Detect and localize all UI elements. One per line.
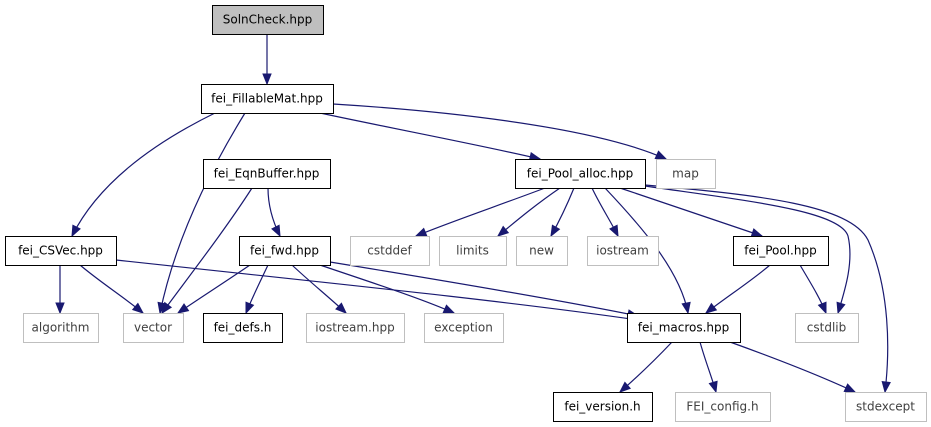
- node-label: cstddef: [367, 244, 412, 258]
- node-label: new: [529, 244, 554, 258]
- node-box: [239, 236, 331, 266]
- node-cstddef: cstddef: [350, 236, 430, 266]
- node-box: [350, 236, 430, 266]
- node-pool[interactable]: fei_Pool.hpp: [733, 236, 829, 266]
- edge-fwd-to-iostreamhpp: [291, 264, 347, 314]
- node-exception: exception: [424, 313, 504, 343]
- node-label: cstdlib: [807, 321, 846, 335]
- node-box: [516, 236, 568, 266]
- edge-csvec-to-vector: [79, 264, 145, 314]
- node-label: map: [672, 167, 699, 181]
- node-iostreamhpp: iostream.hpp: [306, 313, 405, 343]
- node-box: [553, 392, 653, 422]
- node-map: map: [656, 159, 716, 189]
- edge-pool-to-macros: [704, 264, 771, 314]
- edge-pool-to-cstdlib: [799, 264, 827, 315]
- edge-poolalloc-to-stdexcept: [644, 184, 891, 394]
- edge-fwd-to-exception: [319, 264, 456, 314]
- node-label: iostream.hpp: [315, 321, 394, 335]
- node-label: stdexcept: [856, 400, 915, 414]
- node-label: fei_CSVec.hpp: [18, 244, 103, 258]
- node-label: fei_Pool.hpp: [744, 244, 816, 258]
- edge-poolalloc-to-new: [550, 187, 575, 238]
- edge-fillablemat-to-csvec: [71, 112, 216, 238]
- edge-macros-to-config: [699, 341, 718, 394]
- node-cstdlib: cstdlib: [795, 313, 859, 343]
- node-box: [212, 5, 324, 35]
- node-label: algorithm: [32, 321, 90, 335]
- node-box: [439, 236, 507, 266]
- node-label: FEI_config.h: [686, 400, 758, 414]
- node-label: iostream: [596, 244, 649, 258]
- edge-poolalloc-to-iostream: [591, 187, 619, 238]
- node-box: [424, 313, 504, 343]
- node-eqnbuffer[interactable]: fei_EqnBuffer.hpp: [203, 159, 331, 189]
- node-label: limits: [456, 244, 489, 258]
- edge-fwd-to-defs: [245, 264, 269, 315]
- edge-poolalloc-to-cstdlib: [644, 185, 851, 315]
- node-box: [675, 392, 771, 422]
- edge-solncheck-to-fillablemat: [262, 33, 272, 86]
- node-new: new: [516, 236, 568, 266]
- node-label: SolnCheck.hpp: [223, 13, 312, 27]
- edge-fwd-to-vector: [176, 264, 251, 314]
- node-label: fei_version.h: [564, 400, 640, 414]
- node-macros[interactable]: fei_macros.hpp: [627, 313, 741, 343]
- edge-csvec-to-algorithm: [55, 265, 65, 315]
- node-label: exception: [434, 321, 493, 335]
- node-config: FEI_config.h: [675, 392, 771, 422]
- edge-fwd-to-macros: [329, 261, 640, 319]
- node-stdexcept: stdexcept: [845, 392, 927, 422]
- edge-macros-to-stdexcept: [729, 341, 857, 393]
- edge-fillablemat-to-vector: [157, 112, 246, 315]
- edge-eqnbuffer-to-vector: [161, 187, 253, 315]
- edge-eqnbuffer-to-fwd: [267, 187, 281, 238]
- node-iostream: iostream: [587, 236, 659, 266]
- node-box: [795, 313, 859, 343]
- edge-poolalloc-to-limits: [496, 187, 561, 237]
- node-box: [306, 313, 405, 343]
- node-vector: vector: [123, 313, 184, 343]
- node-solncheck[interactable]: SolnCheck.hpp: [212, 5, 324, 35]
- node-poolalloc[interactable]: fei_Pool_alloc.hpp: [515, 159, 646, 189]
- node-box: [845, 392, 927, 422]
- node-defs[interactable]: fei_defs.h: [203, 313, 283, 343]
- node-box: [515, 159, 646, 189]
- edge-fillablemat-to-map: [332, 103, 668, 160]
- node-label: vector: [134, 321, 172, 335]
- node-box: [23, 313, 99, 343]
- node-label: fei_defs.h: [214, 321, 272, 335]
- node-label: fei_fwd.hpp: [250, 244, 319, 258]
- node-csvec[interactable]: fei_CSVec.hpp: [5, 236, 117, 266]
- node-box: [5, 236, 117, 266]
- node-algorithm: algorithm: [23, 313, 99, 343]
- node-label: fei_FillableMat.hpp: [211, 92, 323, 106]
- node-box: [587, 236, 659, 266]
- edge-macros-to-version: [618, 341, 673, 393]
- node-box: [733, 236, 829, 266]
- node-box: [203, 313, 283, 343]
- node-box: [627, 313, 741, 343]
- node-box: [123, 313, 184, 343]
- node-label: fei_Pool_alloc.hpp: [527, 167, 633, 181]
- node-box: [656, 159, 716, 189]
- node-limits: limits: [439, 236, 507, 266]
- edge-fillablemat-to-poolalloc: [319, 112, 542, 162]
- edge-poolalloc-to-cstddef: [414, 187, 546, 237]
- node-label: fei_EqnBuffer.hpp: [214, 167, 320, 181]
- node-version[interactable]: fei_version.h: [553, 392, 653, 422]
- node-label: fei_macros.hpp: [638, 321, 730, 335]
- node-box: [203, 159, 331, 189]
- node-box: [201, 84, 334, 114]
- node-fillablemat[interactable]: fei_FillableMat.hpp: [201, 84, 334, 114]
- node-fwd[interactable]: fei_fwd.hpp: [239, 236, 331, 266]
